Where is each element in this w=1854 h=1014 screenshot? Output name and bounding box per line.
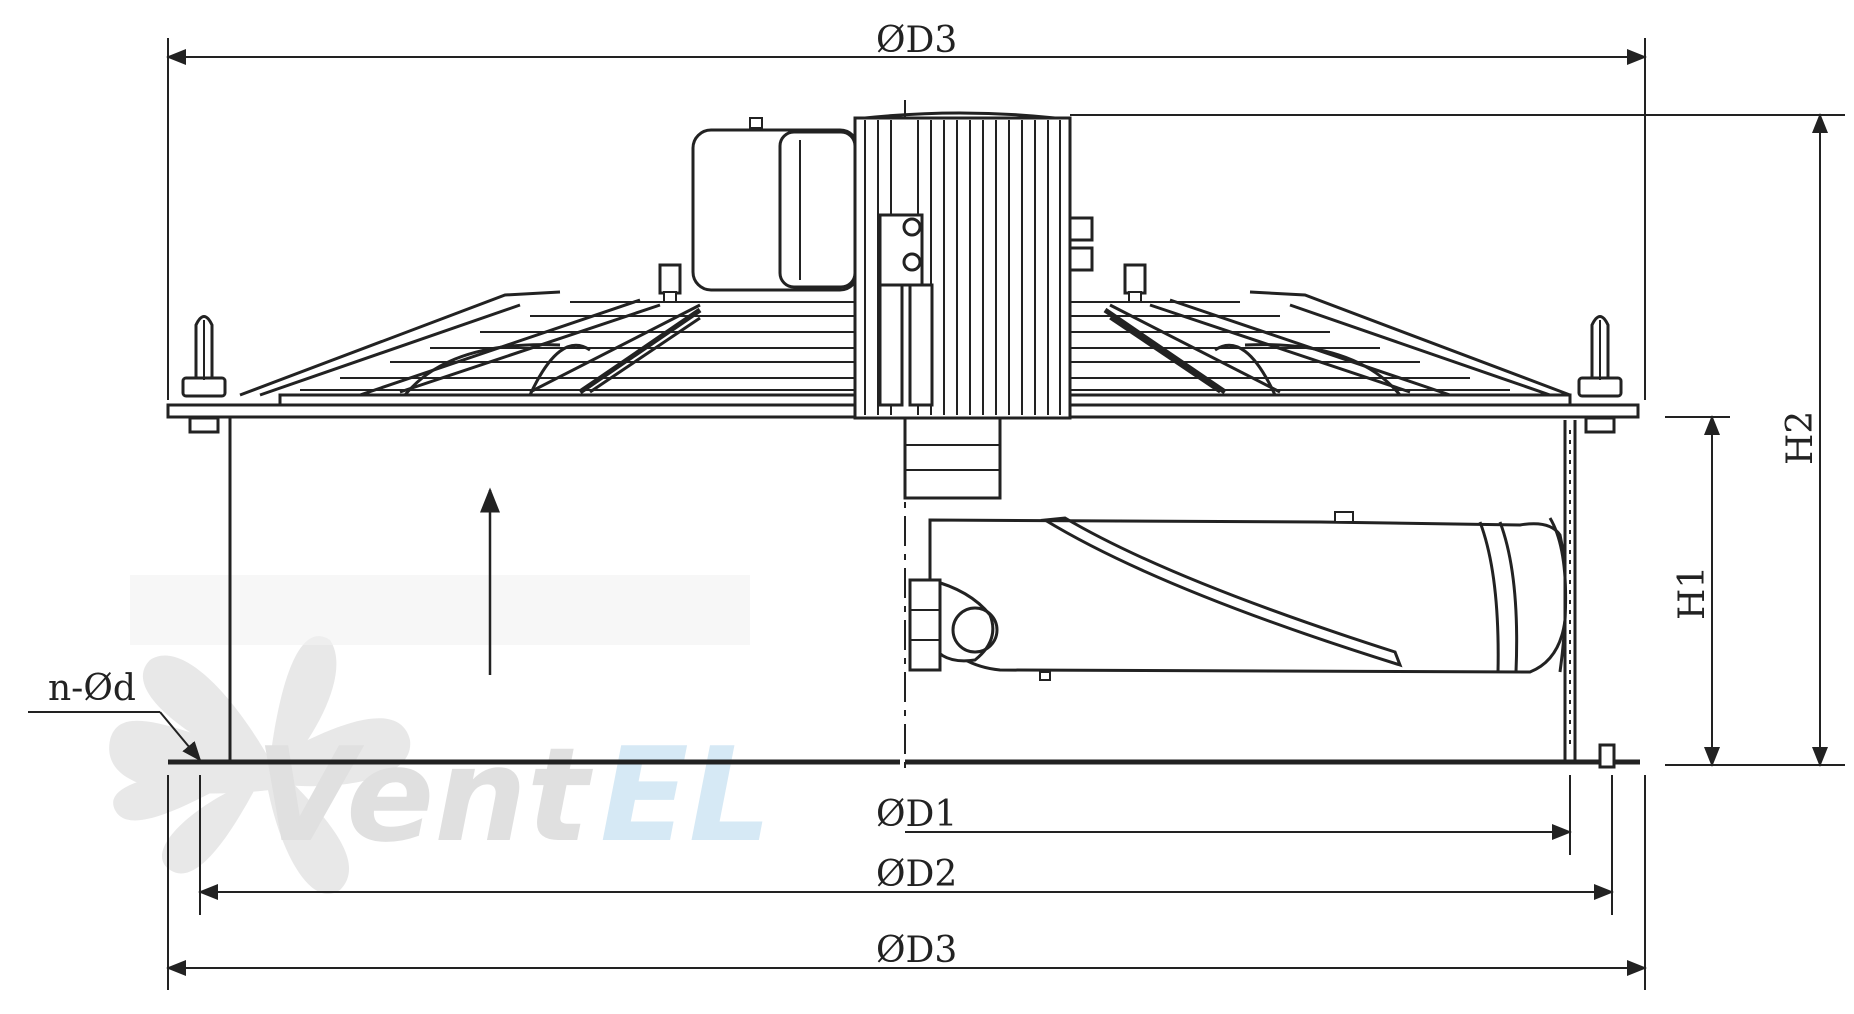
watermark-text-el: EL xyxy=(600,719,772,871)
watermark-text-vent: Vent xyxy=(255,719,594,871)
dim-top-width-label: ØD3 xyxy=(876,20,957,61)
mounting-holes-label: n-Ød xyxy=(48,668,136,709)
ventel-watermark: Vent EL xyxy=(109,575,772,894)
lifting-eye-left-icon xyxy=(181,315,227,434)
mounting-holes-callout: n-Ød xyxy=(28,668,202,762)
extension-lines xyxy=(167,38,1845,990)
lifting-eye-right-icon xyxy=(1577,315,1623,434)
dim-bottom-width-label: ØD3 xyxy=(876,930,957,971)
hub xyxy=(908,578,942,672)
dim-inner-diameter-label: ØD1 xyxy=(876,794,957,835)
dim-overall-height-label: H2 xyxy=(1780,411,1821,465)
fan-blade-watermark-icon xyxy=(109,636,411,894)
impeller-blade xyxy=(928,511,1568,681)
motor xyxy=(691,111,1094,500)
housing xyxy=(168,415,1640,769)
dim-housing-height-label: H1 xyxy=(1672,566,1713,620)
dim-bolt-circle-label: ØD2 xyxy=(876,854,957,895)
